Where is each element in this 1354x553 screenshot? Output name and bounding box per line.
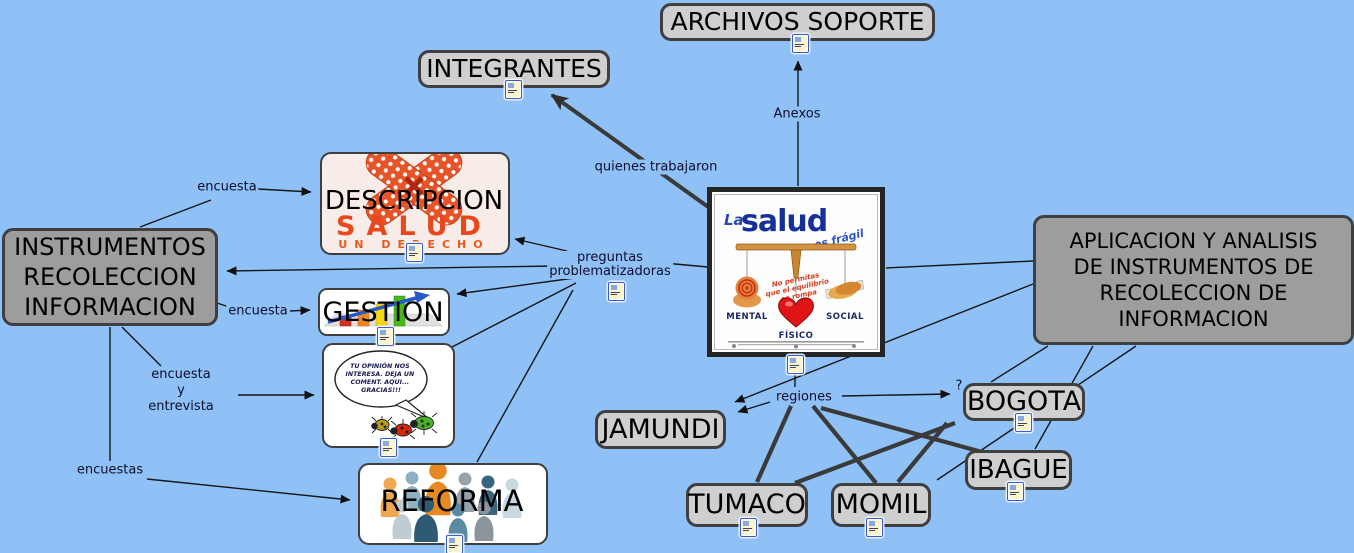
- link-label-encuesta-descripcion[interactable]: encuesta: [195, 179, 259, 195]
- edge-poster-aplicacion: [885, 260, 1034, 269]
- poster-title-salud: salud: [741, 204, 827, 239]
- link-label-anexos[interactable]: Anexos: [771, 106, 823, 122]
- link-label-quienes-trabajaron[interactable]: quienes trabajaron: [592, 159, 720, 175]
- edge-preguntas-gestion: [456, 276, 583, 298]
- crowd-silhouettes: [380, 465, 522, 542]
- resource-icon-momil[interactable]: [866, 518, 883, 537]
- node-momil[interactable]: MOMIL: [831, 483, 931, 527]
- edge-preguntas-reforma: [476, 289, 574, 463]
- edge-bogota-tumaco: [794, 421, 956, 485]
- edge-regiones-tumaco: [755, 405, 793, 483]
- node-instrumentos-recoleccion[interactable]: INSTRUMENTOS RECOLECCION INFORMACION: [2, 228, 218, 326]
- edge-preguntas-opinion: [451, 282, 577, 348]
- edge-encuesta2-gestion: [289, 305, 311, 315]
- link-label-encuesta-gestion[interactable]: encuesta: [226, 303, 290, 319]
- edge-aplicacion-bogota: [990, 345, 1049, 383]
- resource-icon-preguntas[interactable]: [608, 282, 625, 301]
- gestion-label: GESTION: [322, 297, 443, 328]
- node-jamundi[interactable]: JAMUNDI: [595, 410, 726, 449]
- edge-encuesta1-descripcion: [257, 186, 312, 196]
- link-label-regiones[interactable]: regiones: [774, 389, 834, 405]
- link-label-encuesta-y-entrevista[interactable]: encuesta y entrevista: [146, 367, 216, 415]
- node-gestion[interactable]: GESTION: [318, 288, 450, 336]
- resource-icon-reforma[interactable]: [446, 535, 463, 553]
- people-crowd-artwork: REFORMA: [380, 465, 524, 542]
- link-label-question-mark[interactable]: ?: [955, 378, 963, 394]
- node-opinion-bubble[interactable]: TU OPINIÓN NOS INTERESA. DEJA UN COMENT.…: [322, 343, 455, 448]
- fisico-label: FÍSICO: [779, 329, 814, 341]
- node-reforma[interactable]: REFORMA: [358, 463, 548, 545]
- edge-regiones-ibague: [820, 405, 983, 455]
- social-label: SOCIAL: [826, 312, 864, 322]
- link-label-preguntas-problematizadoras[interactable]: preguntas problematizadoras: [547, 250, 673, 279]
- edge-quienes-integrantes: [550, 93, 713, 211]
- resource-icon-poster[interactable]: [787, 355, 804, 374]
- edge-preguntas-instrumentos: [226, 265, 557, 276]
- edge-instrumentos-encuesta1: [139, 199, 212, 228]
- reforma-label: REFORMA: [381, 484, 524, 518]
- beetles: [371, 411, 438, 440]
- edge-encuestas-reforma: [146, 478, 351, 504]
- resource-icon-gestion[interactable]: [377, 327, 394, 346]
- edge-instrumentos-entrevista: [121, 326, 162, 367]
- edge-bogota-momil: [896, 421, 949, 484]
- node-aplicacion-analisis[interactable]: APLICACION Y ANALISIS DE INSTRUMENTOS DE…: [1033, 215, 1354, 345]
- bandaid-heart-artwork: DESCRIPCION SALUD UN DERECHO: [325, 154, 503, 251]
- edge-regiones-jamundi: [737, 401, 771, 414]
- resource-icon-integrantes[interactable]: [505, 80, 522, 99]
- resource-icon-archivos[interactable]: [792, 34, 809, 53]
- resource-icon-ibague[interactable]: [1007, 482, 1024, 501]
- link-label-encuestas[interactable]: encuestas: [74, 462, 146, 478]
- descripcion-label: DESCRIPCION: [325, 186, 503, 216]
- node-salud-poster[interactable]: La salud es frágil MENTAL SOCIAL: [707, 187, 885, 357]
- speech-bubble-bugs-artwork: TU OPINIÓN NOS INTERESA. DEJA UN COMENT.…: [334, 350, 438, 440]
- resource-icon-descripcion[interactable]: [406, 243, 423, 262]
- node-descripcion[interactable]: DESCRIPCION SALUD UN DERECHO: [320, 152, 510, 255]
- resource-icon-tumaco[interactable]: [740, 518, 757, 537]
- edge-preguntas-descripcion: [514, 236, 568, 252]
- bubble-text: TU OPINIÓN NOS INTERESA. DEJA UN COMENT.…: [346, 361, 417, 394]
- edge-regiones-momil: [811, 404, 878, 485]
- resource-icon-opinion[interactable]: [380, 438, 397, 457]
- salud-poster-artwork: La salud es frágil MENTAL SOCIAL: [714, 194, 878, 350]
- bar-chart-artwork: GESTION: [322, 291, 444, 328]
- resource-icon-bogota[interactable]: [1015, 413, 1032, 432]
- salud-text: SALUD: [336, 211, 492, 242]
- edge-regiones-bogota: [841, 389, 951, 399]
- poster-title-la: La: [724, 211, 744, 229]
- mental-label: MENTAL: [726, 312, 768, 322]
